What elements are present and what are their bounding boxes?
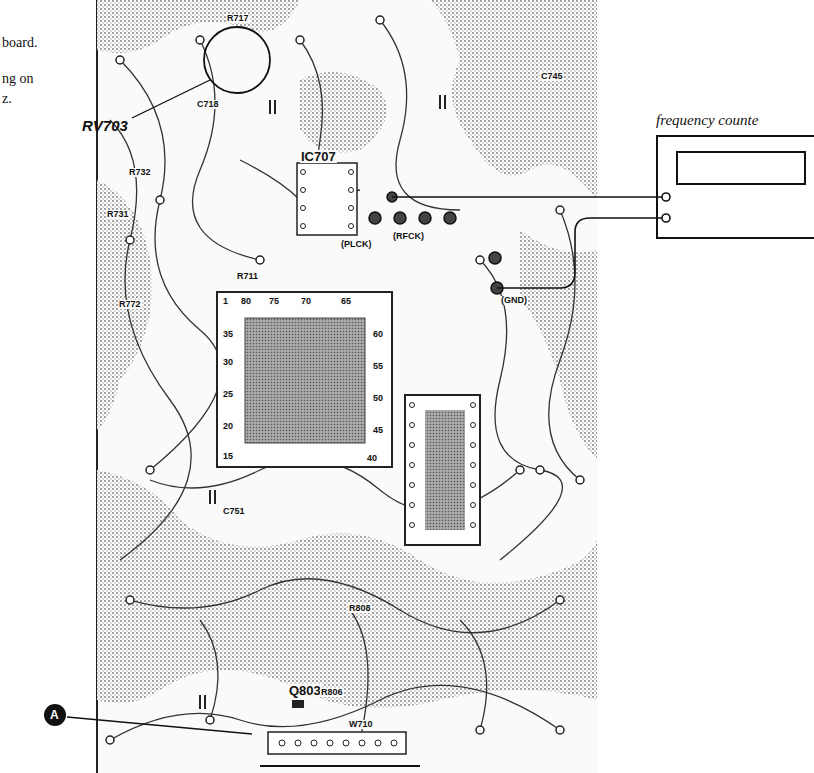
test-point-label: (RFCK) bbox=[392, 232, 425, 241]
pin-number: 30 bbox=[222, 358, 234, 367]
instrument-name: frequency counte bbox=[656, 112, 814, 129]
side-note: board. bbox=[2, 36, 37, 50]
component-label: R717 bbox=[226, 14, 250, 23]
side-note: z. bbox=[2, 92, 12, 106]
copper-plane bbox=[97, 0, 300, 53]
pin-number: 1 bbox=[222, 297, 229, 306]
instrument-case bbox=[656, 135, 814, 239]
component-label: R732 bbox=[128, 168, 152, 177]
component-label: C751 bbox=[222, 507, 246, 516]
pin-number: 35 bbox=[222, 330, 234, 339]
component-label: Q803 bbox=[288, 684, 322, 697]
board bbox=[97, 0, 597, 773]
pin-number: 80 bbox=[240, 297, 252, 306]
pin-number: 40 bbox=[366, 454, 378, 463]
component-label: C745 bbox=[540, 72, 564, 81]
instrument-display bbox=[676, 151, 806, 185]
component-label: R808 bbox=[348, 604, 372, 613]
pin-number: 45 bbox=[372, 426, 384, 435]
component-label: W710 bbox=[348, 720, 374, 729]
pin-number: 50 bbox=[372, 394, 384, 403]
pin-number: 25 bbox=[222, 390, 234, 399]
pin-number: 20 bbox=[222, 422, 234, 431]
side-note: ng on bbox=[2, 72, 34, 86]
component-label: C718 bbox=[196, 100, 220, 109]
pin-number: 70 bbox=[300, 297, 312, 306]
component-label: R772 bbox=[118, 300, 142, 309]
test-point-label: (PLCK) bbox=[340, 240, 373, 249]
ic-label: IC707 bbox=[300, 150, 337, 163]
component-label: R731 bbox=[106, 210, 130, 219]
pin-number: 75 bbox=[268, 297, 280, 306]
pin-number: 15 bbox=[222, 452, 234, 461]
callout-letter: A bbox=[50, 709, 59, 721]
test-point-label: (GND) bbox=[500, 296, 528, 305]
pin-number: 55 bbox=[372, 362, 384, 371]
pin-number: 60 bbox=[372, 330, 384, 339]
component-label: R806 bbox=[320, 688, 344, 697]
instrument-box: frequency counte bbox=[656, 112, 814, 239]
part-callout: RV703 bbox=[82, 118, 128, 133]
component-label: R711 bbox=[236, 272, 259, 281]
pin-number: 65 bbox=[340, 297, 352, 306]
